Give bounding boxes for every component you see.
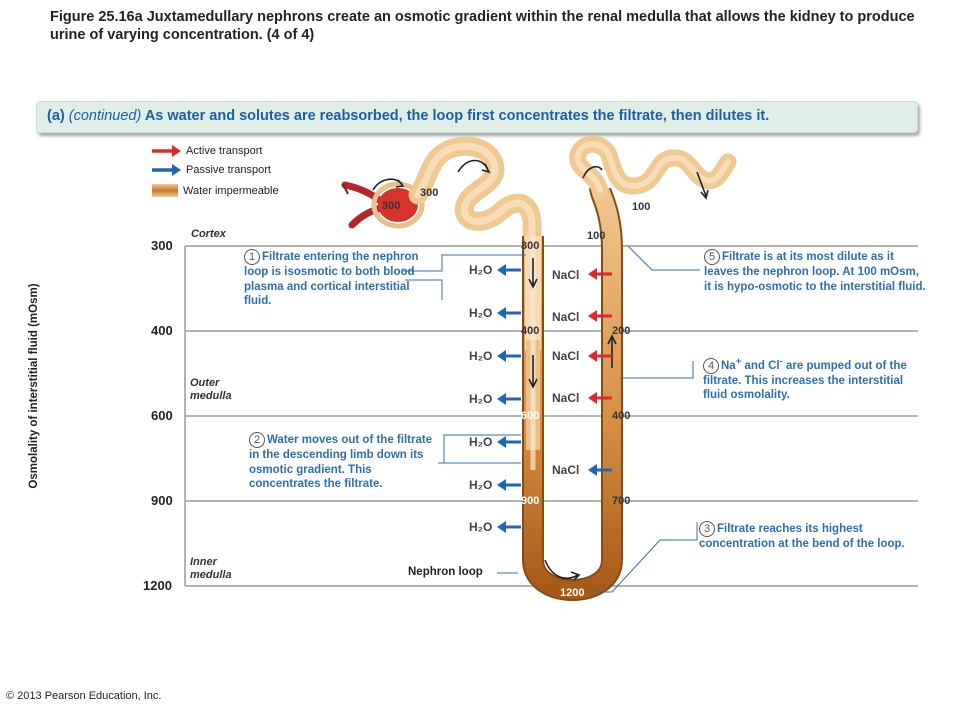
zone-outer-medulla: Outer medulla — [190, 377, 232, 403]
value-asc-200: 200 — [612, 325, 631, 337]
legend-icons — [152, 145, 181, 197]
value-asc-400: 400 — [612, 410, 631, 422]
water-impermeable-swatch — [152, 184, 178, 197]
note-5-text: Filtrate is at its most dilute as it lea… — [704, 251, 926, 293]
note-3-text: Filtrate reaches its highest concentrati… — [699, 523, 905, 550]
nephron-loop-tube — [524, 186, 621, 599]
nacl-arrows — [588, 268, 612, 476]
copyright: © 2013 Pearson Education, Inc. — [6, 690, 162, 702]
nacl-label: NaCl — [552, 463, 580, 477]
value-desc-600: 600 — [521, 410, 540, 422]
zone-outer-line2: medulla — [190, 390, 232, 402]
nacl-label: NaCl — [552, 268, 580, 282]
step-number-1: 1 — [244, 249, 260, 265]
water-label: H₂O — [469, 435, 493, 449]
note-2-text: Water moves out of the filtrate in the d… — [249, 434, 433, 490]
continued-label: (continued) — [68, 108, 142, 124]
tick-300: 300 — [151, 238, 173, 253]
note-1-text: Filtrate entering the nephron loop is is… — [244, 251, 419, 307]
value-distal: 100 — [632, 201, 651, 213]
note-4-text: are pumped out of the filtrate. This inc… — [703, 359, 907, 402]
glomerular-capsule — [371, 181, 425, 229]
note-4-cl: and Cl — [741, 359, 780, 372]
zone-outer-line1: Outer — [190, 377, 220, 389]
water-label: H₂O — [469, 520, 493, 534]
zone-inner-medulla: Inner medulla — [190, 556, 232, 582]
banner-caption: As water and solutes are reabsorbed, the… — [144, 108, 770, 124]
value-asc-700: 700 — [612, 495, 631, 507]
step-number-2: 2 — [249, 432, 265, 448]
zone-inner-line1: Inner — [190, 556, 217, 568]
water-label: H₂O — [469, 349, 493, 363]
grid-lines — [184, 245, 918, 587]
panel-label: (a) — [47, 108, 65, 124]
glomerulus — [378, 188, 418, 222]
value-asc-100: 100 — [587, 230, 606, 242]
tick-900: 900 — [151, 493, 173, 508]
step-number-5: 5 — [704, 249, 720, 265]
zone-cortex: Cortex — [191, 228, 226, 240]
leader-lines — [403, 245, 700, 593]
flow-arrows — [528, 258, 617, 581]
legend-active-label: Active transport — [186, 145, 263, 157]
tick-1200: 1200 — [143, 578, 172, 593]
step-number-3: 3 — [699, 521, 715, 537]
step-number-4: 4 — [703, 357, 719, 374]
value-proximal: 300 — [420, 187, 439, 199]
tick-400: 400 — [151, 323, 173, 338]
water-label: H₂O — [469, 306, 493, 320]
value-glomerulus: 300 — [382, 200, 401, 212]
water-label: H₂O — [469, 263, 493, 277]
water-label: H₂O — [469, 478, 493, 492]
nacl-label: NaCl — [552, 349, 580, 363]
passive-arrowhead-icon — [172, 164, 181, 176]
figure-title: Figure 25.16a Juxtamedullary nephrons cr… — [50, 9, 915, 43]
value-desc-900: 900 — [521, 495, 540, 507]
legend-passive-label: Passive transport — [186, 164, 271, 176]
nacl-label: NaCl — [552, 310, 580, 324]
banner-text: (a) (continued) As water and solutes are… — [47, 108, 769, 124]
y-axis-label: Osmolality of interstitial fluid (mOsm) — [28, 283, 40, 489]
nephron-loop-label: Nephron loop — [408, 566, 483, 578]
zone-inner-line2: medulla — [190, 569, 232, 581]
legend-impermeable-label: Water impermeable — [183, 185, 279, 197]
nacl-label: NaCl — [552, 391, 580, 405]
value-desc-300: 300 — [521, 240, 540, 252]
value-desc-400: 400 — [521, 325, 540, 337]
caption-banner: (a) (continued) As water and solutes are… — [36, 101, 918, 133]
value-bend-1200: 1200 — [560, 587, 585, 599]
water-label: H₂O — [469, 392, 493, 406]
loop-outline — [522, 186, 623, 601]
water-arrows — [497, 264, 521, 533]
tick-600: 600 — [151, 408, 173, 423]
note-4-na: Na — [721, 359, 736, 372]
active-arrowhead-icon — [172, 145, 181, 157]
